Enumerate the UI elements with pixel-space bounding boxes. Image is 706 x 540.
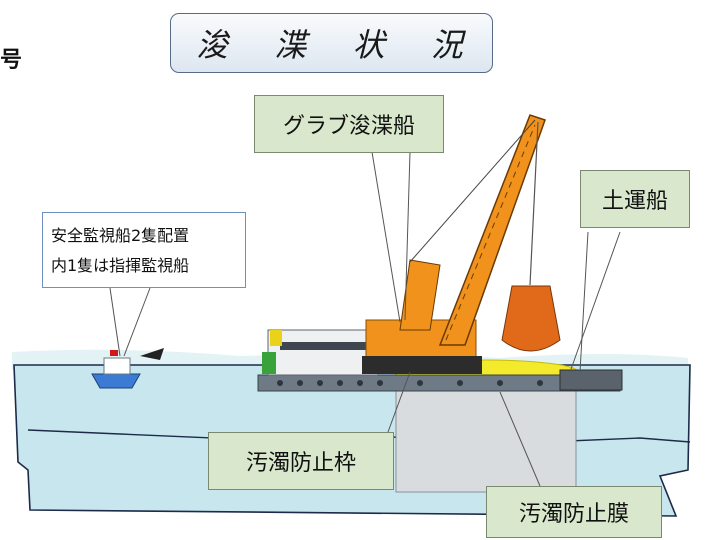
callout-grab-dredger: グラブ浚渫船 (254, 95, 444, 153)
page-title: 浚 渫 状 況 (170, 13, 493, 73)
safety-note: 安全監視船2隻配置 内1隻は指揮監視船 (42, 212, 246, 288)
pointer-grab-dredger-2 (404, 151, 411, 321)
crane-track (362, 356, 482, 374)
pointer-barge (569, 231, 621, 373)
boat-flag (110, 350, 118, 356)
safety-note-line1: 安全監視船2隻配置 (51, 226, 190, 245)
callout-frame: 汚濁防止枠 (208, 432, 394, 490)
crane-a-frame (399, 259, 441, 331)
yellow-tank (270, 330, 282, 346)
grab-bucket (501, 285, 561, 352)
hull-portholes (277, 380, 583, 386)
safety-boat (91, 373, 141, 389)
pointer-grab-dredger (371, 151, 401, 323)
pointer-frame (387, 371, 411, 433)
cabin-window-band (280, 342, 370, 350)
pointer-note (109, 287, 121, 357)
crane-boom (438, 114, 546, 346)
safety-boat-cabin (103, 357, 131, 375)
safety-note-line2: 内1隻は指揮監視船 (51, 256, 190, 275)
corner-text: 号 (0, 48, 23, 73)
callout-barge: 土運船 (580, 170, 690, 228)
green-tank (262, 352, 276, 374)
dump-barge (559, 369, 623, 391)
silt-curtain (395, 371, 577, 493)
boat-streamer (140, 348, 164, 360)
ship-cabin (267, 329, 379, 376)
pointer-note-2 (123, 287, 151, 357)
callout-membrane: 汚濁防止膜 (486, 486, 662, 538)
pointer-membrane (499, 391, 541, 487)
pointer-barge-2 (579, 231, 589, 373)
